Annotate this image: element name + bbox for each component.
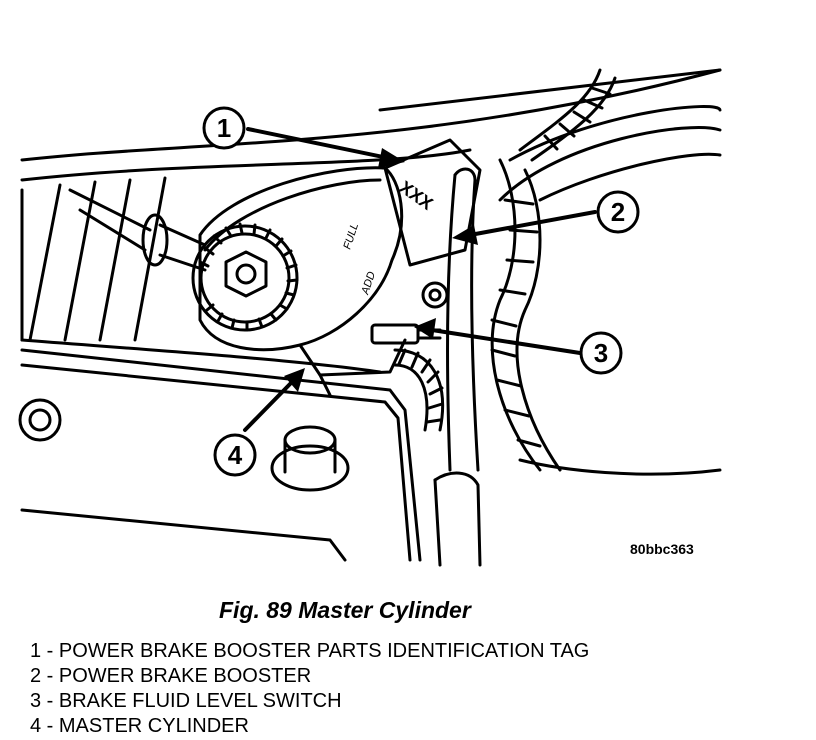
leader-line-1 [246,127,390,160]
legend-list: 1 - POWER BRAKE BOOSTER PARTS IDENTIFICA… [30,639,589,739]
leader-line-3 [430,328,582,355]
arrowhead-1 [378,148,405,168]
legend-item: 2 - POWER BRAKE BOOSTER [30,665,312,687]
callout-number-1: 1 [217,113,231,143]
arrowhead-2 [452,225,478,245]
callout-circle-3 [579,331,623,375]
full-mark: FULL [341,222,361,251]
leader-line-4 [243,380,294,432]
arrowhead-4 [284,368,305,392]
callout-circle-4 [213,433,257,477]
figure-caption: Fig. 89 Master Cylinder [219,597,471,623]
legend-item: 4 - MASTER CYLINDER [30,715,249,737]
callout-circle-1 [202,106,246,150]
callout-number-4: 4 [228,440,243,470]
leader-line-2 [468,210,597,237]
arrowhead-3 [414,318,436,339]
legend-item: 3 - BRAKE FLUID LEVEL SWITCH [30,690,342,712]
callout-circle-2 [596,190,640,234]
callout-number-3: 3 [594,338,608,368]
master-cylinder-illustration: XXX FULL ADD 1 2 3 4 [18,68,722,567]
figure-code: 80bbc363 [630,541,694,557]
callout-number-2: 2 [611,197,625,227]
legend-item: 1 - POWER BRAKE BOOSTER PARTS IDENTIFICA… [30,640,590,662]
